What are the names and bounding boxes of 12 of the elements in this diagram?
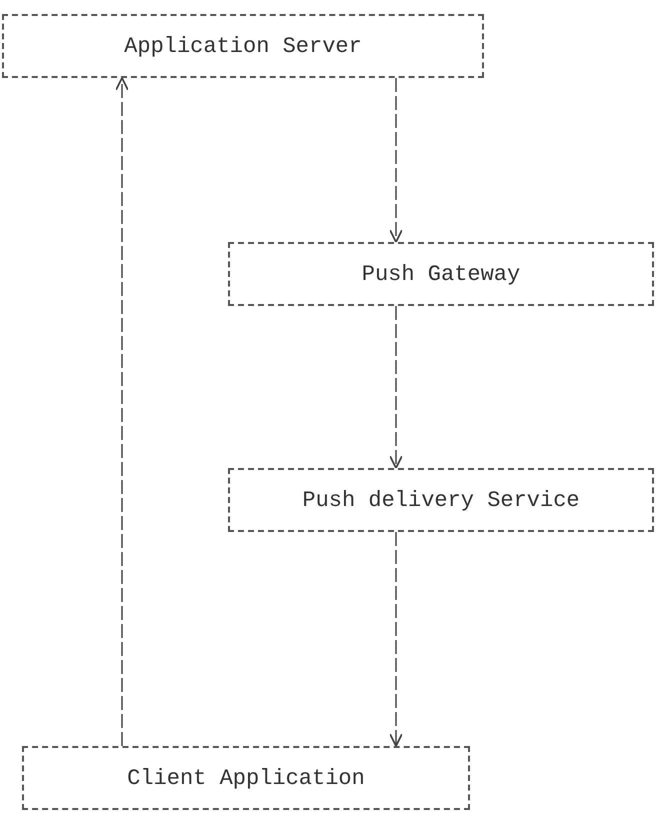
process-box (2, 14, 484, 78)
box-label: Push delivery Service (302, 488, 580, 512)
process-box (22, 746, 470, 810)
process-box (228, 242, 654, 306)
arrow (389, 78, 403, 243)
box-label: Push Gateway (362, 262, 520, 286)
arrow (115, 77, 129, 746)
box-label: Application Server (124, 34, 362, 58)
arrow (389, 532, 403, 747)
box-label: Client Application (127, 766, 365, 790)
arrow (389, 306, 403, 469)
process-box (228, 468, 654, 532)
